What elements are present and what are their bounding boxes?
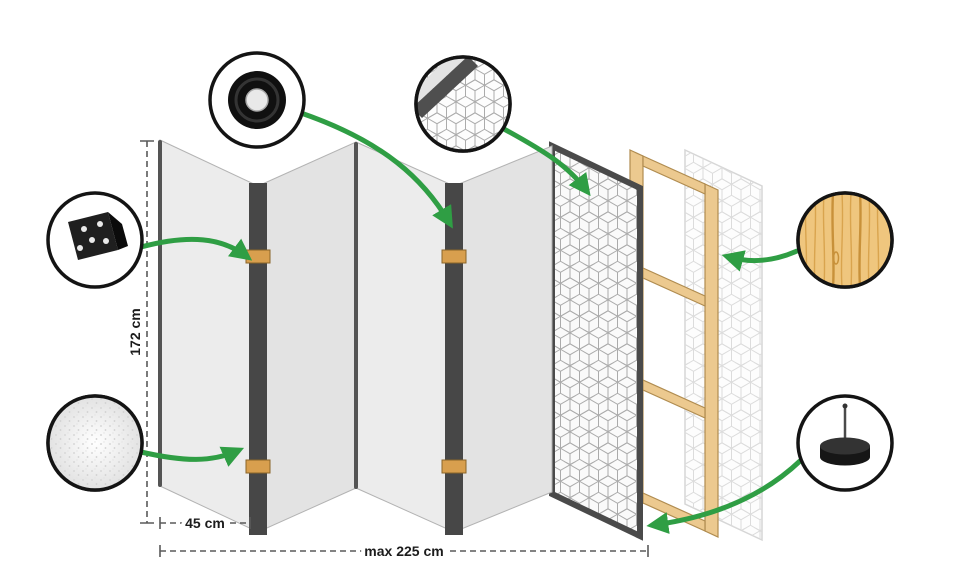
pattern-callout	[414, 55, 512, 153]
panel-2	[257, 141, 357, 533]
arrow-wood-to-frame	[721, 248, 800, 272]
hinge-block	[245, 459, 271, 474]
height-dimension-label: 172 cm	[127, 308, 143, 355]
frame-rung	[642, 155, 706, 195]
tape-icon	[228, 71, 286, 129]
panel-width-dimension-label: 45 cm	[185, 515, 225, 531]
wood-callout	[796, 191, 894, 289]
arrow-hinge-to-panel	[138, 236, 253, 261]
wood-frame	[629, 149, 719, 538]
arrow-foot-to-base	[646, 458, 803, 534]
panel-edge-strip	[249, 183, 267, 535]
cube-pattern-icon	[417, 58, 509, 150]
panel-3	[355, 141, 455, 533]
foot-callout	[796, 394, 894, 492]
frame-rail-right	[704, 183, 719, 538]
hinge-callout	[46, 191, 144, 289]
max-width-dimension: max 225 cm	[159, 539, 649, 563]
wood-texture-icon	[799, 194, 891, 286]
foot-icon	[820, 403, 870, 466]
arrow-fleece-to-panel	[138, 446, 245, 467]
folding-screen	[158, 139, 553, 535]
max-width-dimension-label: max 225 cm	[364, 543, 443, 559]
panel-4	[453, 145, 553, 533]
panel-1	[159, 139, 259, 533]
panel-edge-strip	[445, 183, 463, 535]
fleece-callout	[46, 394, 144, 492]
arrow-tape-to-joint	[298, 110, 453, 229]
hinge-block	[441, 249, 467, 264]
hinge-block	[245, 249, 271, 264]
hinge-icon	[68, 212, 128, 260]
tape-callout	[208, 51, 306, 149]
fleece-texture-icon	[49, 397, 141, 489]
back-sheet	[684, 148, 763, 542]
arrow-pattern-to-panel	[501, 126, 591, 197]
patterned-panel	[549, 141, 643, 541]
hinge-block	[441, 459, 467, 474]
